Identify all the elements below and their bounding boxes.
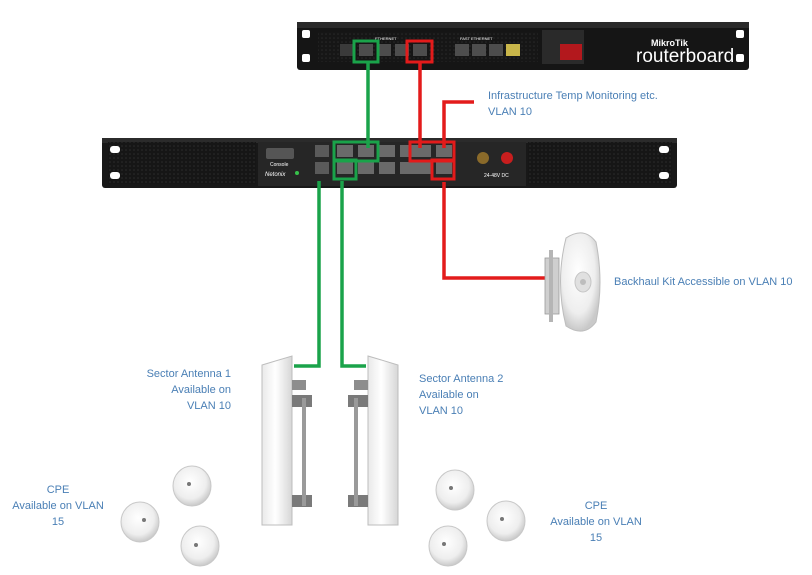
switch-console-label: Console bbox=[270, 162, 289, 168]
label-sector-2: Sector Antenna 2 Available on VLAN 10 bbox=[419, 371, 503, 419]
label-infrastructure-line-1: Infrastructure Temp Monitoring etc. bbox=[488, 90, 658, 102]
label-sector-1: Sector Antenna 1 Available on VLAN 10 bbox=[147, 366, 231, 414]
vlan-cables bbox=[294, 62, 545, 368]
switch-brand: Netonix bbox=[265, 172, 286, 178]
label-cpe-left-line-2: Available on VLAN bbox=[12, 500, 104, 512]
cpe-dish bbox=[486, 500, 526, 542]
label-sector-2-line-2: Available on bbox=[419, 389, 479, 401]
cpe-dish bbox=[435, 469, 475, 511]
netonix-switch: Console Netonix 24-48V DC bbox=[102, 138, 677, 188]
label-backhaul-line-1: Backhaul Kit Accessible on VLAN 10 bbox=[614, 276, 793, 288]
port-highlights bbox=[332, 39, 456, 181]
sector-antenna-2 bbox=[348, 355, 399, 526]
cpe-dishes-left bbox=[120, 465, 220, 567]
green-cable-sector-2 bbox=[340, 181, 366, 368]
label-cpe-right-line-3: 15 bbox=[589, 532, 603, 544]
red-cable-backhaul bbox=[442, 182, 545, 280]
sector-antenna-1 bbox=[261, 355, 312, 526]
label-infrastructure-line-2: VLAN 10 bbox=[488, 106, 533, 118]
label-cpe-left-line-3: 15 bbox=[51, 516, 65, 528]
cpe-dish bbox=[428, 525, 468, 567]
cpe-dishes-right bbox=[428, 469, 526, 567]
backhaul-dish-antenna bbox=[544, 232, 601, 332]
mikrotik-router: ETHERNET FAST ETHERNET MikroTik routerbo… bbox=[297, 22, 749, 70]
label-cpe-left: CPE Available on VLAN 15 bbox=[2, 482, 114, 530]
cpe-dish bbox=[172, 465, 212, 507]
label-cpe-right-line-1: CPE bbox=[584, 500, 608, 512]
router-brand-small: MikroTik bbox=[651, 38, 689, 48]
label-sector-1-line-2: Available on bbox=[171, 384, 231, 396]
label-backhaul: Backhaul Kit Accessible on VLAN 10 bbox=[614, 274, 793, 290]
red-cable-infrastructure bbox=[442, 100, 474, 148]
switch-ports bbox=[315, 145, 452, 174]
label-sector-2-line-1: Sector Antenna 2 bbox=[419, 373, 504, 385]
label-cpe-left-line-1: CPE bbox=[46, 484, 70, 496]
label-infrastructure: Infrastructure Temp Monitoring etc. VLAN… bbox=[488, 88, 658, 120]
label-sector-1-line-3: VLAN 10 bbox=[186, 400, 231, 412]
label-sector-1-line-1: Sector Antenna 1 bbox=[146, 368, 231, 380]
green-cable-sector-1 bbox=[294, 181, 321, 368]
switch-power-label: 24-48V DC bbox=[484, 173, 509, 179]
label-sector-2-line-3: VLAN 10 bbox=[419, 405, 464, 417]
label-cpe-right: CPE Available on VLAN 15 bbox=[540, 498, 652, 546]
cpe-dish bbox=[120, 501, 160, 543]
label-cpe-right-line-2: Available on VLAN bbox=[550, 516, 642, 528]
cpe-dish bbox=[180, 525, 220, 567]
router-ports-right-label: FAST ETHERNET bbox=[460, 36, 493, 41]
router-brand-large: routerboard bbox=[636, 46, 734, 67]
router-ports-left-label: ETHERNET bbox=[375, 36, 397, 41]
